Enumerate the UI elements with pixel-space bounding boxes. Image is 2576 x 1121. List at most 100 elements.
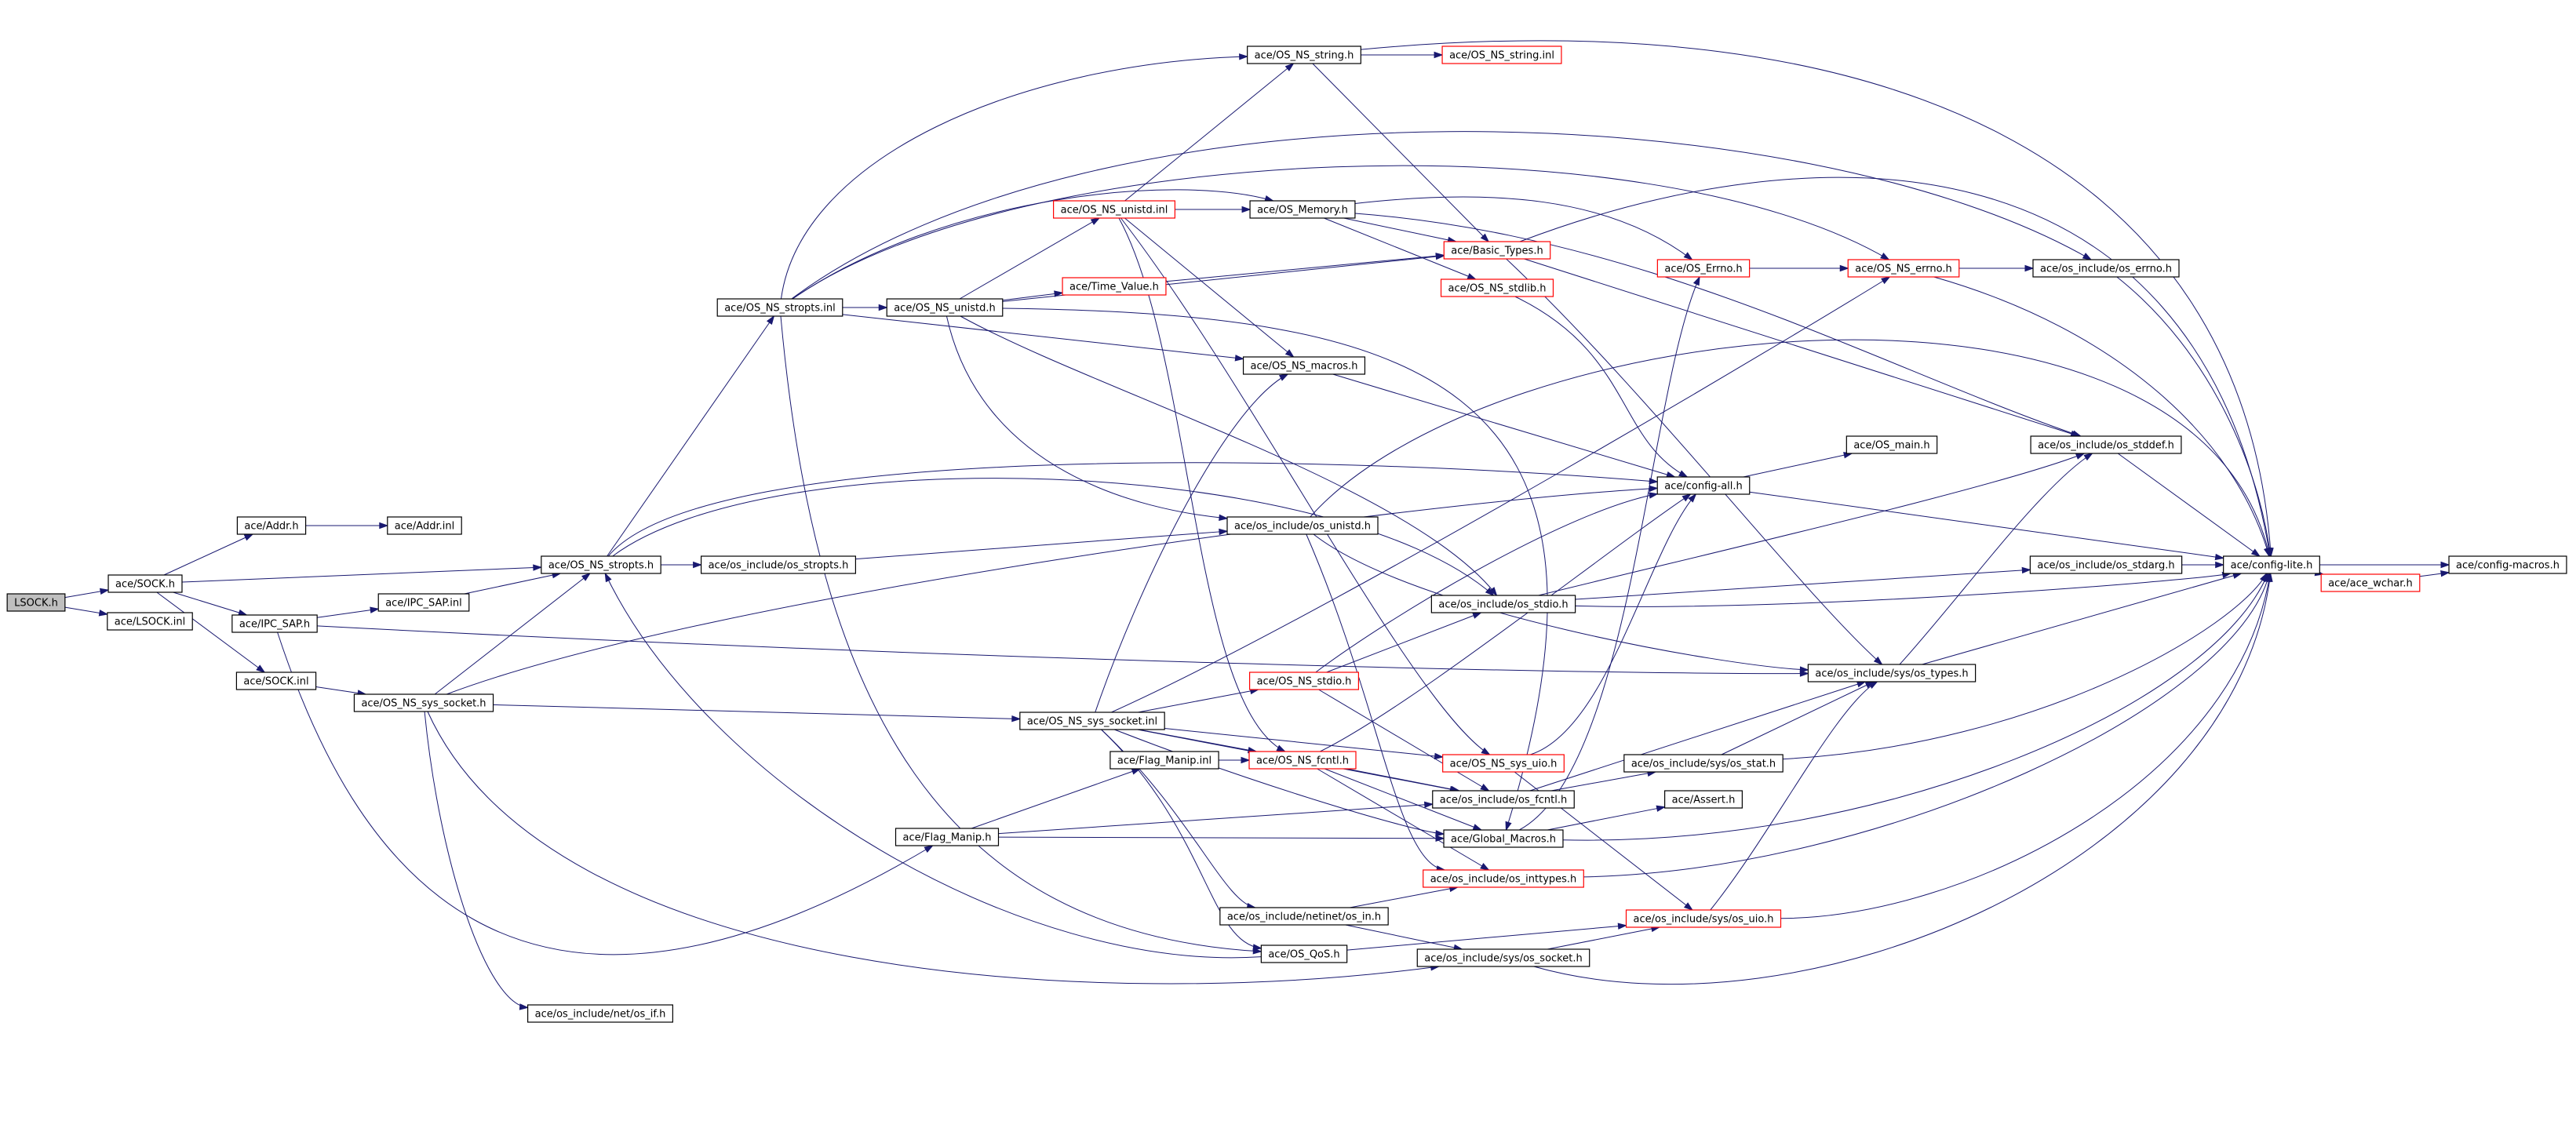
node-config-lite-h[interactable]: ace/config-lite.h [2223, 555, 2320, 574]
edge-arrowhead [2440, 561, 2450, 569]
node-os-ns-macros-h[interactable]: ace/OS_NS_macros.h [1242, 356, 1366, 375]
node-lsock-inl[interactable]: ace/LSOCK.inl [107, 612, 193, 631]
edge-arrowhead [878, 304, 888, 311]
node-os-memory-h[interactable]: ace/OS_Memory.h [1249, 200, 1356, 219]
node-os-ns-sys-socket-h[interactable]: ace/OS_NS_sys_socket.h [353, 693, 494, 712]
node-os-include-os-stddef-h[interactable]: ace/os_include/os_stddef.h [2030, 435, 2182, 454]
node-flag-manip-inl[interactable]: ace/Flag_Manip.inl [1109, 751, 1219, 770]
node-box [1443, 241, 1551, 260]
edge-arrowhead [1839, 264, 1849, 272]
edge-os-include-sys-os-stat-h-to-os-include-sys-os-types-h [1721, 681, 1875, 755]
node-os-include-os-unistd-h[interactable]: ace/os_include/os_unistd.h [1226, 516, 1379, 535]
node-box [1441, 45, 1562, 64]
node-sock-inl[interactable]: ace/SOCK.inl [235, 672, 317, 690]
edge-line [1002, 292, 1063, 301]
node-label: ace/LSOCK.inl [115, 617, 185, 628]
edge-arrowhead [1688, 493, 1697, 503]
edge-line [1530, 493, 1696, 755]
node-os-qos-h[interactable]: ace/OS_QoS.h [1260, 944, 1348, 963]
node-box [107, 574, 183, 593]
node-os-include-sys-os-types-h[interactable]: ace/os_include/sys/os_types.h [1807, 664, 1977, 682]
node-os-ns-sys-uio-h[interactable]: ace/OS_NS_sys_uio.h [1442, 754, 1565, 773]
edge-line [1164, 728, 1443, 758]
node-os-ns-errno-h[interactable]: ace/OS_NS_errno.h [1847, 259, 1960, 278]
node-os-ns-stdio-h[interactable]: ace/OS_NS_stdio.h [1249, 672, 1359, 690]
node-os-include-os-errno-h[interactable]: ace/os_include/os_errno.h [2032, 259, 2180, 278]
file-nodes: LSOCK.h ace/SOCK.h ace/LSOCK.inl ace/Addr.h… [6, 45, 2567, 1023]
node-config-all-h[interactable]: ace/config-all.h [1656, 476, 1751, 495]
node-os-include-os-fcntl-h[interactable]: ace/os_include/os_fcntl.h [1432, 790, 1575, 809]
node-os-include-os-stropts-h[interactable]: ace/os_include/os_stropts.h [700, 555, 857, 574]
edge-line [1361, 40, 2272, 557]
edge-os-ns-unistd-h-to-os-ns-unistd-inl [959, 217, 1101, 300]
node-lsock-h[interactable]: LSOCK.h [6, 593, 66, 612]
edge-line [434, 573, 591, 695]
node-box [1226, 516, 1379, 535]
node-os-include-os-stdio-h[interactable]: ace/os_include/os_stdio.h [1430, 595, 1576, 613]
edge-os-include-os-stddef-h-to-config-lite-h [2117, 453, 2261, 557]
node-os-ns-stdlib-h[interactable]: ace/OS_NS_stdlib.h [1440, 278, 1554, 297]
edge-line [1138, 689, 1259, 713]
edge-os-include-os-fcntl-h-to-os-include-sys-os-stat-h [1550, 770, 1657, 792]
edge-basic-types-h-to-config-lite-h [1519, 177, 2272, 558]
node-label: ace/os_include/os_unistd.h [1234, 521, 1371, 533]
node-os-main-h[interactable]: ace/OS_main.h [1845, 435, 1938, 454]
node-os-include-sys-os-uio-h[interactable]: ace/os_include/sys/os_uio.h [1625, 909, 1782, 928]
edge-os-ns-string-h-to-config-lite-h [1361, 40, 2274, 558]
node-os-include-net-os-if-h[interactable]: ace/os_include/net/os_if.h [527, 1004, 673, 1023]
node-basic-types-h[interactable]: ace/Basic_Types.h [1443, 241, 1551, 260]
edge-line [791, 131, 2092, 300]
edge-arrowhead [766, 315, 775, 326]
edge-os-ns-stropts-h-to-config-all-h [607, 462, 1659, 557]
node-label: ace/OS_NS_string.h [1255, 50, 1354, 62]
node-os-ns-string-inl[interactable]: ace/OS_NS_string.inl [1441, 45, 1562, 64]
node-os-ns-unistd-inl[interactable]: ace/OS_NS_unistd.inl [1053, 200, 1175, 219]
node-os-ns-string-h[interactable]: ace/OS_NS_string.h [1247, 45, 1361, 64]
node-sock-h[interactable]: ace/SOCK.h [107, 574, 183, 593]
node-os-ns-stropts-h[interactable]: ace/OS_NS_stropts.h [541, 555, 661, 574]
node-os-include-sys-os-socket-h[interactable]: ace/os_include/sys/os_socket.h [1416, 948, 1590, 967]
edge-os-ns-unistd-h-to-os-include-os-unistd-h [946, 315, 1229, 522]
edge-sock-h-to-ipc-sap-h [173, 591, 248, 616]
node-label: ace/os_include/os_stdarg.h [2037, 560, 2174, 572]
edge-basic-types-h-to-os-include-os-stddef-h [1524, 258, 2081, 437]
node-config-macros-h[interactable]: ace/config-macros.h [2448, 555, 2567, 574]
node-label: ace/SOCK.inl [243, 676, 308, 688]
node-assert-h[interactable]: ace/Assert.h [1664, 790, 1743, 809]
node-label: ace/os_include/sys/os_socket.h [1424, 953, 1582, 965]
node-os-ns-sys-socket-inl[interactable]: ace/OS_NS_sys_socket.inl [1019, 712, 1165, 730]
node-global-macros-h[interactable]: ace/Global_Macros.h [1443, 829, 1564, 848]
node-ace-wchar-h[interactable]: ace/ace_wchar.h [2320, 573, 2421, 592]
edge-os-include-os-errno-h-to-config-lite-h [2116, 276, 2273, 558]
node-addr-h[interactable]: ace/Addr.h [236, 516, 307, 535]
node-label: ace/ace_wchar.h [2328, 578, 2413, 590]
node-box [1443, 829, 1564, 848]
edge-line [1780, 573, 2271, 919]
edge-sock-h-to-sock-inl [156, 591, 266, 673]
node-os-errno-h[interactable]: ace/OS_Errno.h [1656, 259, 1751, 278]
edge-arrowhead [99, 588, 110, 595]
node-os-ns-stropts-inl[interactable]: ace/OS_NS_stropts.inl [716, 298, 843, 317]
edge-flag-manip-inl-to-os-ns-fcntl-h [1219, 756, 1251, 764]
node-os-ns-unistd-h[interactable]: ace/OS_NS_unistd.h [886, 298, 1004, 317]
node-addr-inl[interactable]: ace/Addr.inl [387, 516, 462, 535]
node-box [1062, 277, 1167, 296]
node-os-include-os-inttypes-h[interactable]: ace/os_include/os_inttypes.h [1423, 869, 1584, 888]
edge-line [1095, 373, 1288, 713]
edge-ipc-sap-inl-to-os-ns-stropts-h [464, 572, 562, 595]
node-os-include-netinet-os-in-h[interactable]: ace/os_include/netinet/os_in.h [1219, 907, 1389, 926]
node-time-value-h[interactable]: ace/Time_Value.h [1062, 277, 1167, 296]
node-ipc-sap-inl[interactable]: ace/IPC_SAP.inl [377, 593, 470, 612]
edge-arrowhead [1682, 493, 1692, 502]
edge-arrowhead [1472, 612, 1482, 619]
node-ipc-sap-h[interactable]: ace/IPC_SAP.h [231, 614, 318, 633]
node-flag-manip-h[interactable]: ace/Flag_Manip.h [894, 828, 1000, 846]
edge-line [1533, 573, 2272, 985]
node-os-ns-fcntl-h[interactable]: ace/OS_NS_fcntl.h [1248, 751, 1357, 770]
edge-line [1721, 681, 1875, 755]
node-box [700, 555, 857, 574]
edge-os-include-sys-os-types-h-to-os-include-os-stddef-h [1899, 453, 2093, 665]
node-os-include-sys-os-stat-h[interactable]: ace/os_include/sys/os_stat.h [1623, 754, 1784, 773]
edge-line [1346, 768, 1459, 792]
node-os-include-os-stdarg-h[interactable]: ace/os_include/os_stdarg.h [2029, 555, 2183, 574]
